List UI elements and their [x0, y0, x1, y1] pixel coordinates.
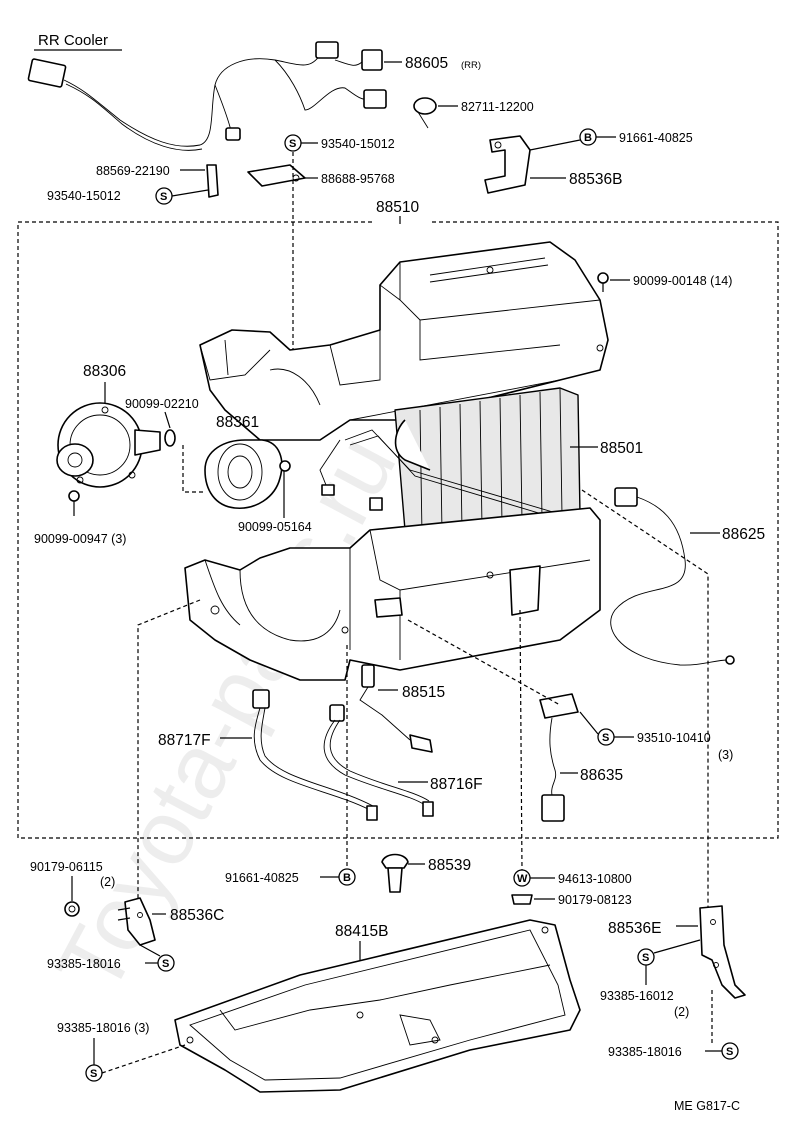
cooling-unit-lower-case: [184, 507, 601, 681]
blower-motor-88306: [56, 402, 161, 488]
label-93540-15012-left: 93540-15012: [47, 189, 121, 203]
blower-fan-88361: [204, 439, 283, 509]
label-88605: 88605: [405, 55, 448, 72]
svg-text:S: S: [642, 952, 649, 964]
watermark-text: Toyota-parts.ru: [38, 420, 416, 1010]
label-90099-00148: 90099-00148 (14): [633, 274, 732, 288]
under-cover-88415b: [174, 919, 581, 1093]
label-88635: 88635: [580, 767, 623, 784]
bracket-88536c: [117, 897, 156, 946]
assembly-boundary: [17, 221, 372, 838]
label-93510-qty: (3): [718, 748, 733, 762]
svg-text:S: S: [289, 138, 296, 150]
svg-text:S: S: [160, 191, 167, 203]
label-90179-06115-qty: (2): [100, 875, 115, 889]
label-88361: 88361: [216, 414, 259, 431]
label-90099-00947: 90099-00947 (3): [34, 532, 126, 546]
label-90099-02210: 90099-02210: [125, 397, 199, 411]
bracket-88536b: [484, 135, 581, 194]
label-94613-10800: 94613-10800: [558, 872, 632, 886]
label-91661-40825-top: 91661-40825: [619, 131, 693, 145]
pipe-88716f: [323, 704, 434, 817]
label-91661-40825-bottom: 91661-40825: [225, 871, 299, 885]
label-88415b: 88415B: [335, 923, 388, 940]
label-88536b: 88536B: [569, 171, 622, 188]
sensor-88515: [359, 664, 433, 753]
svg-text:S: S: [602, 732, 609, 744]
label-88605-note: (RR): [461, 60, 481, 71]
label-88501: 88501: [600, 440, 643, 457]
label-93540-15012-top: 93540-15012: [321, 137, 395, 151]
label-88716f: 88716F: [430, 776, 483, 793]
label-93385-18016-b: 93385-18016 (3): [57, 1021, 149, 1035]
drawing-code: ME G817-C: [674, 1099, 740, 1113]
label-88625: 88625: [722, 526, 765, 543]
evaporator-88501: [319, 387, 583, 541]
nut-90179-08123: [511, 894, 533, 905]
label-90179-06115: 90179-06115: [30, 860, 103, 874]
svg-text:W: W: [517, 873, 528, 885]
screw-symbol-s: [721, 1042, 739, 1060]
bolt-symbol-b: [338, 868, 356, 886]
label-90179-08123: 90179-08123: [558, 893, 632, 907]
wire-harness-88605: [27, 41, 387, 151]
clamp-88569: [206, 164, 219, 198]
screw-90099-00947: [68, 490, 80, 516]
pipe-88717f: [252, 689, 378, 821]
clip-82711: [413, 97, 437, 129]
label-93385-16012-qty: (2): [674, 1005, 689, 1019]
svg-text:S: S: [726, 1046, 733, 1058]
label-93385-16012: 93385-16012: [600, 989, 674, 1003]
wire-88635: [541, 717, 565, 822]
gasket-90099-02210: [164, 429, 176, 447]
grommet-88539: [381, 853, 409, 893]
label-93385-18016-c: 93385-18016: [608, 1045, 682, 1059]
nut-90099-05164: [279, 460, 291, 472]
svg-text:B: B: [343, 872, 351, 884]
screw-90099-00148: [597, 272, 609, 292]
label-90099-05164: 90099-05164: [238, 520, 312, 534]
label-88536e: 88536E: [608, 920, 661, 937]
label-93510-10410: 93510-10410: [637, 731, 711, 745]
label-88306: 88306: [83, 363, 126, 380]
svg-text:S: S: [162, 958, 169, 970]
cooling-unit-upper-case: [199, 241, 609, 441]
svg-text:S: S: [90, 1068, 97, 1080]
bracket-93510: [539, 693, 579, 719]
svg-text:B: B: [584, 132, 592, 144]
label-82711-12200: 82711-12200: [461, 100, 534, 114]
label-88515: 88515: [402, 684, 445, 701]
section-title: RR Cooler: [38, 32, 108, 49]
label-88539: 88539: [428, 857, 471, 874]
label-88688-95768: 88688-95768: [321, 172, 395, 186]
label-88536c: 88536C: [170, 907, 224, 924]
wire-88625: [610, 487, 735, 666]
bracket-88688: [247, 164, 306, 187]
label-88717f: 88717F: [158, 732, 211, 749]
bracket-88536e: [699, 905, 746, 999]
label-88510: 88510: [376, 199, 419, 216]
label-88569-22190: 88569-22190: [96, 164, 170, 178]
label-93385-18016-a: 93385-18016: [47, 957, 121, 971]
screw-symbol-s: [157, 954, 175, 972]
nut-90179-06115: [64, 901, 80, 917]
